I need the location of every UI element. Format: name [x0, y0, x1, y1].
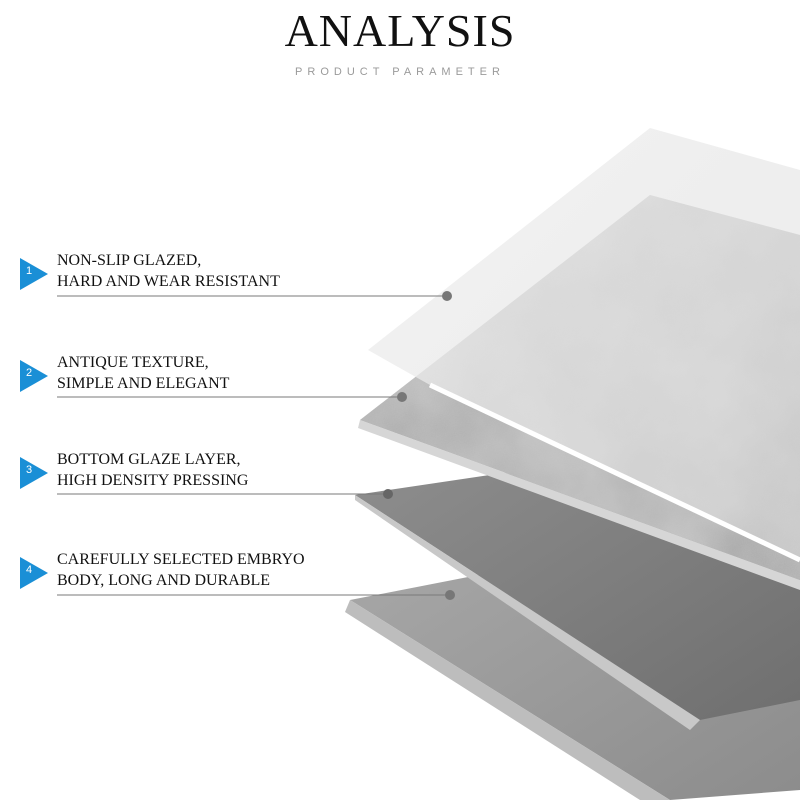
leader-dot-2 [397, 392, 407, 402]
embryo-body-edge [345, 600, 670, 800]
page-subtitle: PRODUCT PARAMETER [295, 66, 505, 78]
feature-line-1: BOTTOM GLAZE LAYER, [57, 451, 241, 468]
page-title: ANALYSIS [284, 5, 516, 56]
bottom-glaze-edge [355, 495, 700, 730]
feature-item-2: 2 ANTIQUE TEXTURE, SIMPLE AND ELEGANT [20, 354, 380, 414]
feature-item-4: 4 CAREFULLY SELECTED EMBRYO BODY, LONG A… [20, 551, 380, 611]
feature-item-3: 3 BOTTOM GLAZE LAYER, HIGH DENSITY PRESS… [20, 451, 380, 511]
number-badge-icon [20, 360, 48, 392]
leader-dot-3 [383, 489, 393, 499]
glaze-sheet-layer [368, 128, 800, 560]
feature-line-2: HIGH DENSITY PRESSING [57, 472, 249, 489]
feature-number: 1 [26, 265, 33, 277]
feature-line-2: HARD AND WEAR RESISTANT [57, 273, 280, 290]
feature-line-1: CAREFULLY SELECTED EMBRYO [57, 551, 305, 568]
feature-line-1: NON-SLIP GLAZED, [57, 252, 202, 269]
feature-number: 4 [26, 564, 33, 576]
number-badge-icon [20, 457, 48, 489]
feature-line-2: SIMPLE AND ELEGANT [57, 375, 230, 392]
glaze-sheet-edge [428, 382, 800, 563]
number-badge-icon [20, 258, 48, 290]
feature-number: 2 [26, 367, 33, 379]
feature-line-2: BODY, LONG AND DURABLE [57, 572, 271, 589]
leader-dot-4 [445, 590, 455, 600]
feature-number: 3 [26, 464, 33, 476]
number-badge-icon [20, 557, 48, 589]
feature-line-1: ANTIQUE TEXTURE, [57, 354, 209, 371]
feature-item-1: 1 NON-SLIP GLAZED, HARD AND WEAR RESISTA… [20, 252, 380, 312]
antique-texture-edge [358, 420, 800, 590]
leader-dot-1 [442, 291, 452, 301]
